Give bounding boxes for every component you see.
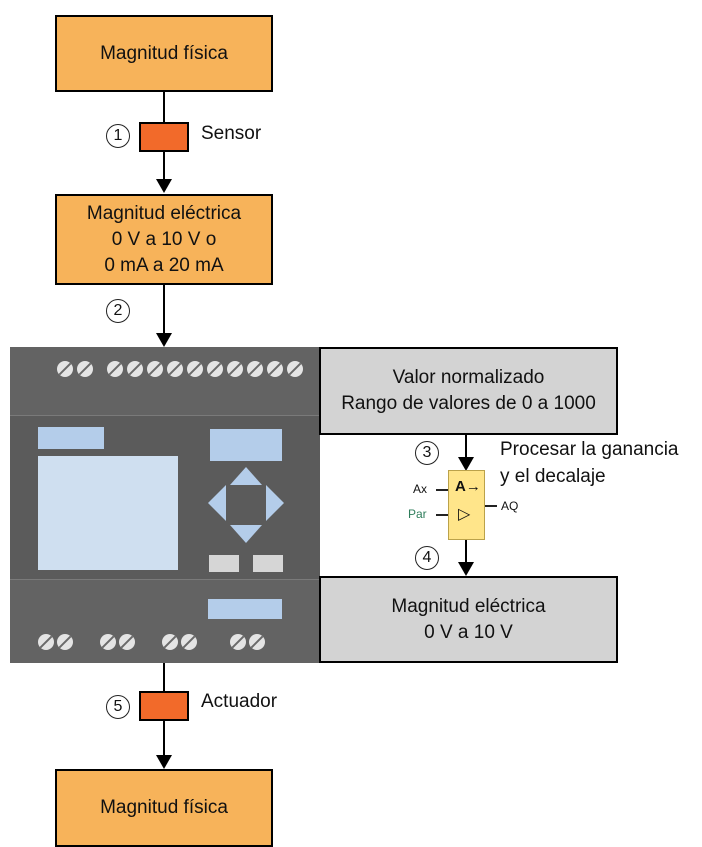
- output-aq-label: AQ: [501, 499, 519, 513]
- terminal-screw-icon: [77, 361, 93, 377]
- input-ax-connector: [436, 489, 448, 491]
- terminal-screw-icon: [187, 361, 203, 377]
- ok-key: [253, 555, 283, 572]
- arrow-down-icon: [156, 333, 172, 347]
- terminal-screw-icon: [38, 634, 54, 650]
- terminal-screw-icon: [100, 634, 116, 650]
- function-block-symbol-top: A→: [455, 478, 481, 495]
- electrical-input-box: Magnitud eléctrica 0 V a 10 V o 0 mA a 2…: [55, 194, 273, 285]
- actuator-label: Actuador: [201, 691, 278, 712]
- normalized-value-title: Valor normalizado: [392, 367, 545, 388]
- step-5-marker: 5: [106, 695, 130, 719]
- terminal-screw-icon: [247, 361, 263, 377]
- plc-top-terminal-strip: [10, 347, 320, 415]
- plc-key-plate: [210, 429, 282, 461]
- sensor-icon: [139, 122, 189, 152]
- input-par-connector: [436, 514, 448, 516]
- step-4-marker: 4: [415, 546, 439, 570]
- plc-display: [38, 456, 178, 570]
- physical-quantity-bottom-text: Magnitud física: [100, 797, 228, 818]
- plc-device-icon: [10, 347, 320, 663]
- step-1-marker: 1: [106, 124, 130, 148]
- arrow-left-key-icon: [208, 485, 226, 521]
- plc-bottom-terminal-strip: [10, 580, 320, 663]
- arrow-right-key-icon: [266, 485, 284, 521]
- arrow-down-icon: [156, 755, 172, 769]
- terminal-screw-icon: [147, 361, 163, 377]
- terminal-screw-icon: [181, 634, 197, 650]
- terminal-screw-icon: [249, 634, 265, 650]
- electrical-input-line-2: 0 V a 10 V o: [111, 228, 217, 250]
- physical-quantity-top: Magnitud física: [55, 15, 273, 92]
- terminal-screw-icon: [119, 634, 135, 650]
- arrow-down-icon: [458, 562, 474, 576]
- function-block-symbol-bottom: ▷: [458, 506, 471, 523]
- arrow-up-key-icon: [230, 467, 262, 485]
- arrow-down-icon: [156, 179, 172, 193]
- output-aq-connector: [485, 505, 497, 507]
- terminal-screw-icon: [230, 634, 246, 650]
- input-par-label: Par: [408, 507, 427, 521]
- sensor-label: Sensor: [201, 123, 262, 144]
- normalized-value-box: Valor normalizado Rango de valores de 0 …: [319, 347, 618, 435]
- electrical-output-box: Magnitud eléctrica 0 V a 10 V: [319, 576, 618, 663]
- plc-label-plate: [38, 427, 104, 449]
- physical-quantity-bottom: Magnitud física: [55, 769, 273, 847]
- step-3-marker: 3: [415, 441, 439, 465]
- terminal-screw-icon: [227, 361, 243, 377]
- terminal-screw-icon: [127, 361, 143, 377]
- terminal-screw-icon: [287, 361, 303, 377]
- step-2-marker: 2: [106, 299, 130, 323]
- terminal-screw-icon: [162, 634, 178, 650]
- electrical-output-title: Magnitud eléctrica: [391, 595, 546, 617]
- plc-divider: [10, 579, 320, 580]
- terminal-screw-icon: [57, 634, 73, 650]
- plc-output-label-plate: [208, 599, 282, 619]
- arrow-2-line: [163, 285, 165, 333]
- processing-label-line-2: y el decalaje: [500, 466, 606, 487]
- esc-key: [209, 555, 239, 572]
- terminal-screw-icon: [207, 361, 223, 377]
- actuator-icon: [139, 691, 189, 721]
- arrow-4-line: [465, 540, 467, 564]
- arrow-3-line: [465, 435, 467, 459]
- plc-divider: [10, 415, 320, 416]
- terminal-screw-icon: [167, 361, 183, 377]
- electrical-input-line-1: Magnitud eléctrica: [86, 202, 242, 224]
- arrow-down-icon: [458, 457, 474, 471]
- processing-label-line-1: Procesar la ganancia: [500, 439, 679, 460]
- physical-quantity-top-text: Magnitud física: [100, 42, 228, 64]
- terminal-screw-icon: [267, 361, 283, 377]
- terminal-screw-icon: [57, 361, 73, 377]
- electrical-input-line-3: 0 mA a 20 mA: [104, 254, 224, 276]
- function-block-icon: A→ ▷: [448, 470, 485, 540]
- electrical-output-range: 0 V a 10 V: [424, 621, 513, 643]
- normalized-value-range: Rango de valores de 0 a 1000: [341, 393, 596, 414]
- input-ax-label: Ax: [413, 482, 428, 496]
- terminal-screw-icon: [107, 361, 123, 377]
- arrow-down-key-icon: [230, 525, 262, 543]
